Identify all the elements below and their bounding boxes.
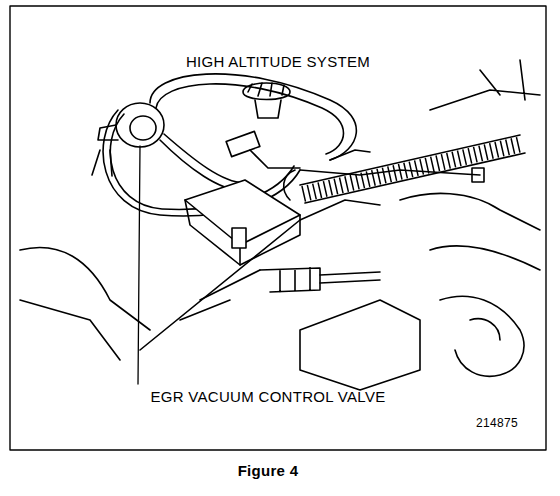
engine-outline xyxy=(300,300,420,390)
vacuum-hose xyxy=(150,74,356,160)
engine-outline xyxy=(180,270,260,320)
figure-caption: Figure 4 xyxy=(238,463,299,480)
pulley xyxy=(440,296,524,376)
leader-line xyxy=(138,146,140,384)
pulley xyxy=(470,319,500,340)
vacuum-line xyxy=(250,150,300,168)
engine-outline xyxy=(20,247,150,360)
connector xyxy=(232,228,246,248)
figure-title: HIGH ALTITUDE SYSTEM xyxy=(186,54,370,71)
valve-housing xyxy=(185,200,300,265)
wire-harness xyxy=(320,272,380,283)
figure-number: 214875 xyxy=(476,417,518,430)
fitting xyxy=(472,168,484,182)
engine-outline xyxy=(430,60,540,110)
corrugated-hose xyxy=(300,135,520,185)
engine-outline xyxy=(400,193,540,270)
harness-clip xyxy=(260,268,320,292)
vacuum-line xyxy=(300,200,380,220)
vacuum-line xyxy=(140,220,300,350)
figure-frame xyxy=(10,6,546,450)
hose-ribs xyxy=(303,144,522,194)
vacuum-hose xyxy=(160,140,240,190)
valve-bracket xyxy=(92,150,112,176)
cap xyxy=(243,83,290,100)
fitting xyxy=(226,131,260,156)
cap-neck xyxy=(255,100,281,118)
vacuum-hose xyxy=(164,134,244,183)
valve-port xyxy=(130,116,156,140)
part-label: EGR VACUUM CONTROL VALVE xyxy=(150,389,385,406)
vacuum-line xyxy=(330,150,370,160)
egr-vacuum-control-valve xyxy=(116,103,164,147)
hose-clamp xyxy=(284,170,295,200)
vacuum-hose xyxy=(156,84,344,154)
